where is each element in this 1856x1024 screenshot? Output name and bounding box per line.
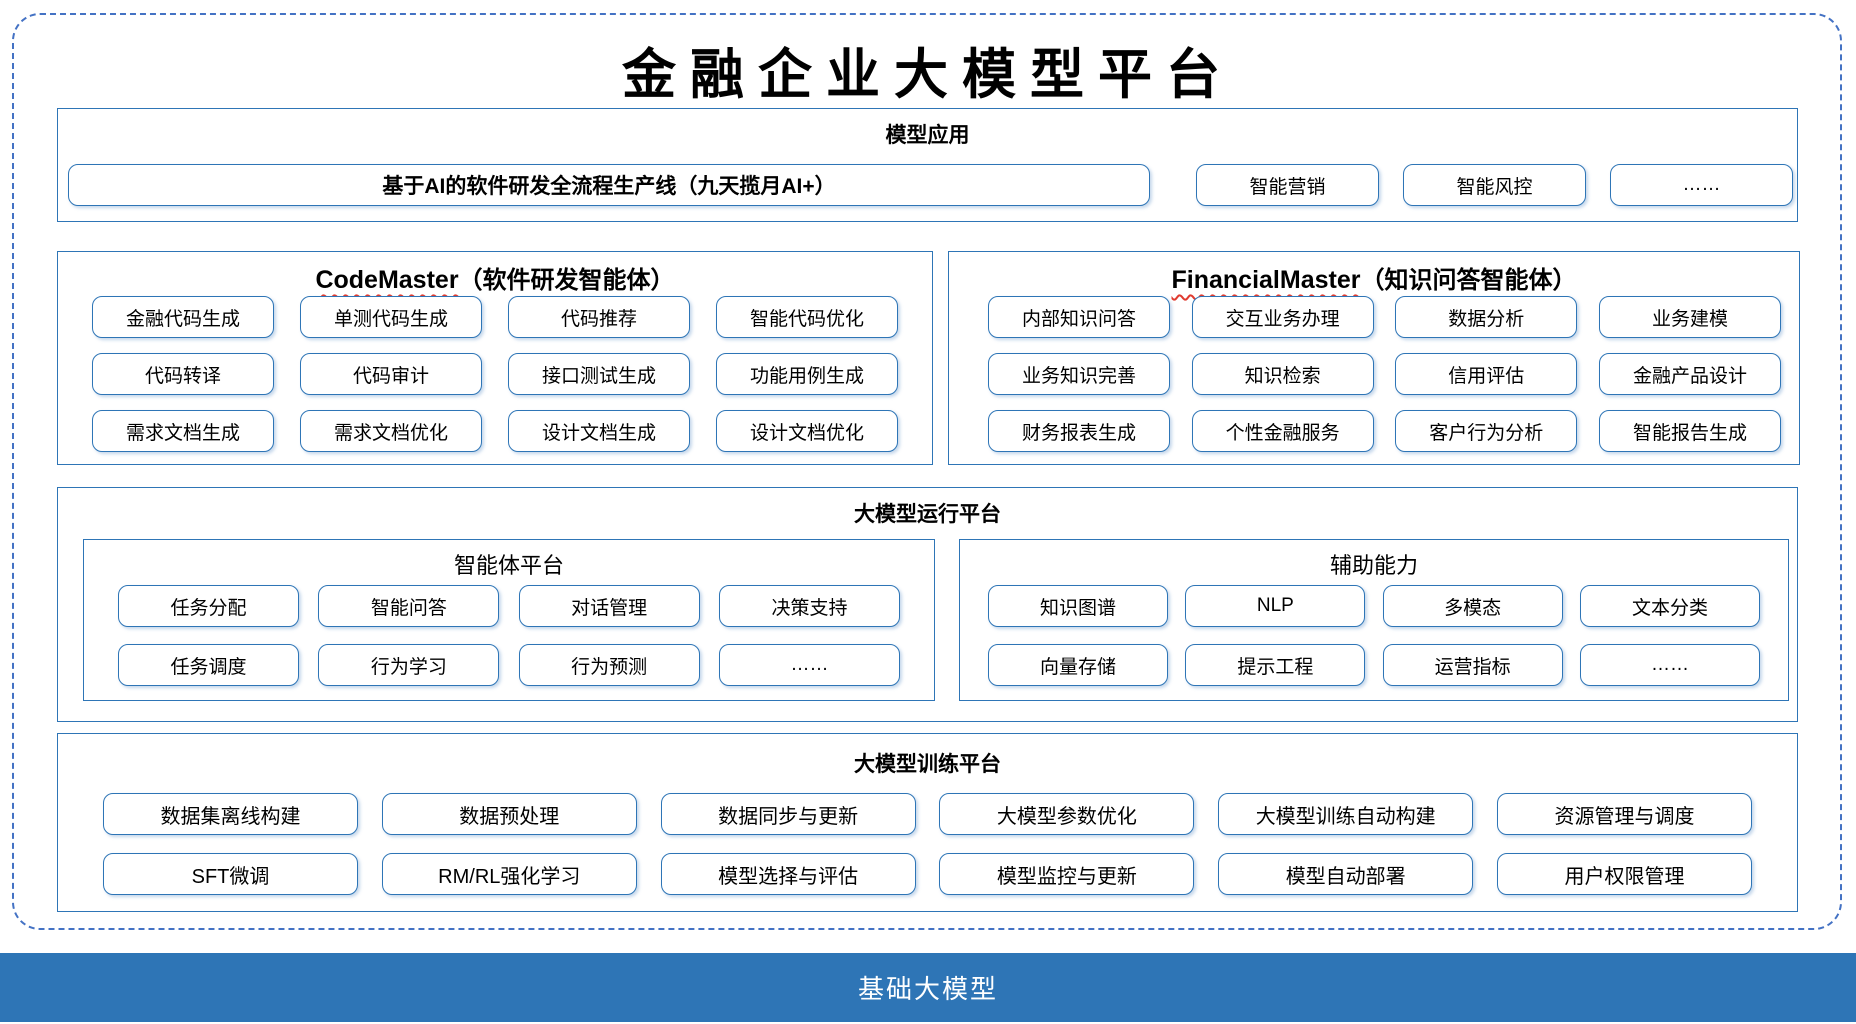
code-capability-box: 需求文档生成 bbox=[92, 410, 274, 452]
finance-capability-box: 内部知识问答 bbox=[988, 296, 1170, 338]
training-capability-box: RM/RL强化学习 bbox=[381, 853, 637, 895]
aux-capability-box: NLP bbox=[1185, 585, 1366, 627]
section-code-master: CodeMaster（软件研发智能体） 金融代码生成 单测代码生成 代码推荐 智… bbox=[57, 251, 933, 465]
code-capability-box: 代码转译 bbox=[92, 353, 274, 395]
aux-capability-box: 提示工程 bbox=[1185, 644, 1366, 686]
financial-master-title-en: FinancialMaster bbox=[1171, 266, 1361, 294]
aux-capability-box: 向量存储 bbox=[988, 644, 1168, 686]
training-capability-box: 模型监控与更新 bbox=[939, 853, 1195, 895]
code-capability-box: 单测代码生成 bbox=[300, 296, 482, 338]
aux-capability-box-group: 辅助能力 知识图谱 NLP 多模态 文本分类 向量存储 提示工程 运营指标 …… bbox=[959, 539, 1789, 701]
finance-capability-box: 信用评估 bbox=[1395, 353, 1578, 395]
code-capability-box: 设计文档优化 bbox=[716, 410, 898, 452]
agent-capability-box: 决策支持 bbox=[718, 585, 900, 627]
code-master-title-zh: （软件研发智能体） bbox=[458, 267, 675, 294]
app-box-pipeline: 基于AI的软件研发全流程生产线（九天揽月AI+） bbox=[68, 164, 1150, 206]
section-runtime-platform: 大模型运行平台 智能体平台 任务分配 智能问答 对话管理 决策支持 任务调度 行… bbox=[57, 487, 1798, 722]
foundation-model-label: 基础大模型 bbox=[857, 974, 998, 1004]
agent-capability-box: 行为预测 bbox=[518, 644, 700, 686]
model-applications-header: 模型应用 bbox=[885, 124, 970, 147]
finance-capability-box: 业务知识完善 bbox=[988, 353, 1170, 395]
aux-capability-box-ellipsis: …… bbox=[1579, 644, 1760, 686]
code-capability-box: 功能用例生成 bbox=[716, 353, 898, 395]
aux-capability-box: 多模态 bbox=[1382, 585, 1563, 627]
code-master-row-1: 金融代码生成 单测代码生成 代码推荐 智能代码优化 bbox=[92, 296, 898, 338]
agent-capability-box: 任务分配 bbox=[118, 585, 299, 627]
financial-master-title-zh: （知识问答智能体） bbox=[1360, 267, 1577, 294]
training-capability-box: 模型自动部署 bbox=[1218, 853, 1474, 895]
aux-capability-box: 文本分类 bbox=[1579, 585, 1760, 627]
finance-capability-box: 交互业务办理 bbox=[1191, 296, 1374, 338]
training-capability-box: 大模型训练自动构建 bbox=[1218, 793, 1474, 835]
runtime-platform-header: 大模型运行平台 bbox=[854, 503, 1001, 526]
code-master-title-en: CodeMaster bbox=[315, 266, 459, 294]
outer-dashed-border bbox=[12, 13, 1842, 930]
code-capability-box: 代码审计 bbox=[300, 353, 482, 395]
aux-row-2: 向量存储 提示工程 运营指标 …… bbox=[988, 644, 1760, 686]
code-capability-box: 设计文档生成 bbox=[508, 410, 690, 452]
app-box-ellipsis: …… bbox=[1610, 164, 1793, 206]
finance-capability-box: 财务报表生成 bbox=[988, 410, 1170, 452]
agent-platform-row-1: 任务分配 智能问答 对话管理 决策支持 bbox=[118, 585, 900, 627]
training-row-2: SFT微调 RM/RL强化学习 模型选择与评估 模型监控与更新 模型自动部署 用… bbox=[103, 853, 1752, 895]
aux-capability-header: 辅助能力 bbox=[1329, 553, 1418, 578]
code-master-row-3: 需求文档生成 需求文档优化 设计文档生成 设计文档优化 bbox=[92, 410, 898, 452]
code-master-title: CodeMaster（软件研发智能体） bbox=[58, 260, 932, 295]
financial-master-title: FinancialMaster（知识问答智能体） bbox=[949, 260, 1799, 295]
agent-platform-header: 智能体平台 bbox=[453, 553, 564, 578]
code-capability-box: 接口测试生成 bbox=[508, 353, 690, 395]
finance-capability-box: 业务建模 bbox=[1598, 296, 1781, 338]
training-capability-box: 模型选择与评估 bbox=[660, 853, 916, 895]
app-box: 智能风控 bbox=[1403, 164, 1586, 206]
page-title: 金融企业大模型平台 bbox=[622, 42, 1234, 106]
agent-platform-row-2: 任务调度 行为学习 行为预测 …… bbox=[118, 644, 900, 686]
aux-row-1: 知识图谱 NLP 多模态 文本分类 bbox=[988, 585, 1760, 627]
training-capability-box: SFT微调 bbox=[103, 853, 358, 895]
agent-capability-box: 行为学习 bbox=[318, 644, 500, 686]
agent-capability-box: 任务调度 bbox=[118, 644, 299, 686]
section-model-applications: 模型应用 基于AI的软件研发全流程生产线（九天揽月AI+） 智能营销 智能风控 … bbox=[57, 108, 1798, 222]
agent-capability-box-ellipsis: …… bbox=[718, 644, 900, 686]
finance-capability-box: 客户行为分析 bbox=[1395, 410, 1578, 452]
aux-capability-box: 知识图谱 bbox=[988, 585, 1168, 627]
financial-master-row-1: 内部知识问答 交互业务办理 数据分析 业务建模 bbox=[988, 296, 1781, 338]
section-training-platform: 大模型训练平台 数据集离线构建 数据预处理 数据同步与更新 大模型参数优化 大模… bbox=[57, 733, 1798, 912]
agent-capability-box: 智能问答 bbox=[318, 585, 500, 627]
training-platform-header: 大模型训练平台 bbox=[854, 753, 1001, 776]
agent-capability-box: 对话管理 bbox=[518, 585, 700, 627]
finance-capability-box: 数据分析 bbox=[1395, 296, 1578, 338]
finance-capability-box: 智能报告生成 bbox=[1598, 410, 1781, 452]
training-capability-box: 数据同步与更新 bbox=[660, 793, 916, 835]
code-capability-box: 代码推荐 bbox=[508, 296, 690, 338]
financial-master-row-2: 业务知识完善 知识检索 信用评估 金融产品设计 bbox=[988, 353, 1781, 395]
training-capability-box: 数据集离线构建 bbox=[103, 793, 358, 835]
finance-capability-box: 金融产品设计 bbox=[1598, 353, 1781, 395]
code-capability-box: 智能代码优化 bbox=[716, 296, 898, 338]
training-capability-box: 用户权限管理 bbox=[1496, 853, 1752, 895]
training-capability-box: 大模型参数优化 bbox=[939, 793, 1195, 835]
agent-platform-box: 智能体平台 任务分配 智能问答 对话管理 决策支持 任务调度 行为学习 行为预测… bbox=[83, 539, 935, 701]
code-capability-box: 需求文档优化 bbox=[300, 410, 482, 452]
aux-capability-box: 运营指标 bbox=[1382, 644, 1563, 686]
financial-master-row-3: 财务报表生成 个性金融服务 客户行为分析 智能报告生成 bbox=[988, 410, 1781, 452]
app-box: 智能营销 bbox=[1196, 164, 1379, 206]
code-capability-box: 金融代码生成 bbox=[92, 296, 274, 338]
foundation-model-bar: 基础大模型 bbox=[0, 953, 1856, 1022]
finance-capability-box: 个性金融服务 bbox=[1191, 410, 1374, 452]
section-financial-master: FinancialMaster（知识问答智能体） 内部知识问答 交互业务办理 数… bbox=[948, 251, 1800, 465]
code-master-row-2: 代码转译 代码审计 接口测试生成 功能用例生成 bbox=[92, 353, 898, 395]
finance-capability-box: 知识检索 bbox=[1191, 353, 1374, 395]
training-capability-box: 数据预处理 bbox=[381, 793, 637, 835]
training-row-1: 数据集离线构建 数据预处理 数据同步与更新 大模型参数优化 大模型训练自动构建 … bbox=[103, 793, 1752, 835]
training-capability-box: 资源管理与调度 bbox=[1496, 793, 1752, 835]
